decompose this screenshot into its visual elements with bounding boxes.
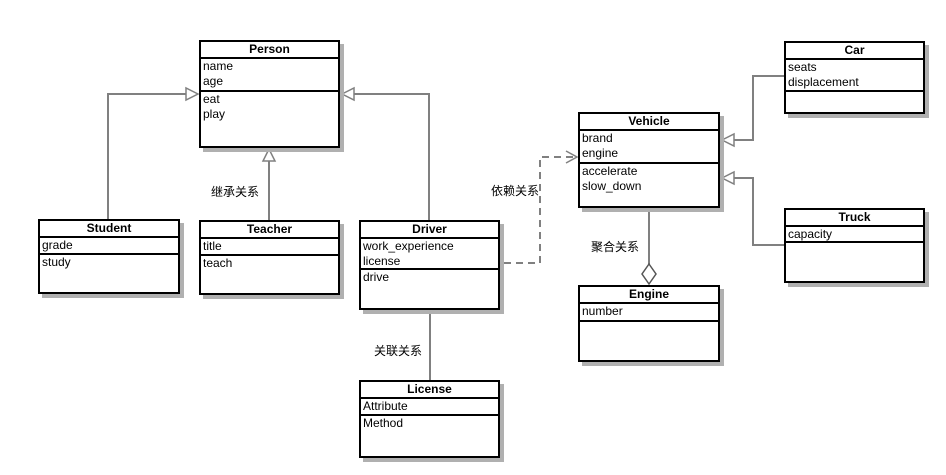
class-title: Teacher: [201, 222, 338, 239]
hollow-triangle-arrowhead: [720, 170, 735, 186]
attribute: title: [203, 239, 222, 253]
class-title: Student: [40, 221, 178, 238]
class-driver[interactable]: Driver work_experience license drive: [359, 220, 500, 310]
class-engine[interactable]: Engine number: [578, 285, 720, 362]
edge-label-dependency: 依赖关系: [491, 184, 540, 198]
method: accelerate: [582, 164, 638, 178]
method: study: [42, 255, 71, 269]
attribute: name: [203, 59, 234, 73]
class-attributes: brand engine: [580, 131, 718, 164]
edge-dependency-driver-vehicle[interactable]: [504, 156, 574, 264]
method: eat: [203, 92, 220, 106]
class-vehicle[interactable]: Vehicle brand engine accelerate slow_dow…: [578, 112, 720, 208]
class-title: Truck: [786, 210, 923, 227]
edge-inheritance-student-person[interactable]: [107, 93, 186, 219]
attribute: number: [582, 304, 623, 318]
class-attributes: name age: [201, 59, 338, 92]
open-arrowhead: [565, 150, 579, 164]
hollow-triangle-arrowhead: [720, 132, 735, 148]
class-title: Car: [786, 43, 923, 60]
class-attributes: title: [201, 239, 338, 256]
method: teach: [203, 256, 233, 270]
attribute: capacity: [788, 227, 833, 241]
class-methods: Method: [361, 416, 498, 456]
edge-label-aggregation: 聚合关系: [591, 240, 640, 254]
aggregation-diamond: [641, 262, 657, 286]
method: Method: [363, 416, 404, 430]
class-attributes: work_experience license: [361, 239, 498, 270]
method: drive: [363, 270, 390, 284]
class-methods: eat play: [201, 92, 338, 146]
class-person[interactable]: Person name age eat play: [199, 40, 340, 148]
edge-label-association: 关联关系: [374, 344, 423, 358]
attribute: Attribute: [363, 399, 408, 413]
method: play: [203, 107, 226, 121]
attribute: grade: [42, 238, 73, 252]
attribute: license: [363, 254, 401, 268]
class-truck[interactable]: Truck capacity: [784, 208, 925, 283]
attribute: seats: [788, 60, 817, 74]
hollow-triangle-arrowhead: [185, 86, 200, 102]
class-methods: [786, 243, 923, 281]
class-methods: drive: [361, 270, 498, 308]
attribute: engine: [582, 146, 619, 160]
edge-inheritance-truck-vehicle[interactable]: [734, 177, 784, 246]
class-student[interactable]: Student grade study: [38, 219, 180, 294]
class-attributes: capacity: [786, 227, 923, 243]
attribute: brand: [582, 131, 613, 145]
class-methods: accelerate slow_down: [580, 164, 718, 206]
class-title: Driver: [361, 222, 498, 239]
class-title: Person: [201, 42, 338, 59]
attribute: age: [203, 74, 224, 88]
edge-inheritance-driver-person[interactable]: [354, 93, 430, 220]
class-car[interactable]: Car seats displacement: [784, 41, 925, 114]
class-methods: [580, 322, 718, 360]
class-attributes: seats displacement: [786, 60, 923, 92]
class-attributes: number: [580, 304, 718, 322]
class-license[interactable]: License Attribute Method: [359, 380, 500, 458]
class-methods: teach: [201, 256, 338, 293]
class-methods: [786, 92, 923, 112]
class-title: Engine: [580, 287, 718, 304]
class-teacher[interactable]: Teacher title teach: [199, 220, 340, 295]
attribute: displacement: [788, 75, 859, 89]
edge-label-inheritance: 继承关系: [211, 185, 260, 199]
hollow-triangle-arrowhead: [261, 147, 277, 162]
class-attributes: grade: [40, 238, 178, 255]
hollow-triangle-arrowhead: [340, 86, 355, 102]
class-methods: study: [40, 255, 178, 292]
attribute: work_experience: [363, 239, 454, 253]
class-attributes: Attribute: [361, 399, 498, 416]
edge-inheritance-car-vehicle[interactable]: [734, 75, 784, 141]
method: slow_down: [582, 179, 642, 193]
class-title: License: [361, 382, 498, 399]
class-title: Vehicle: [580, 114, 718, 131]
